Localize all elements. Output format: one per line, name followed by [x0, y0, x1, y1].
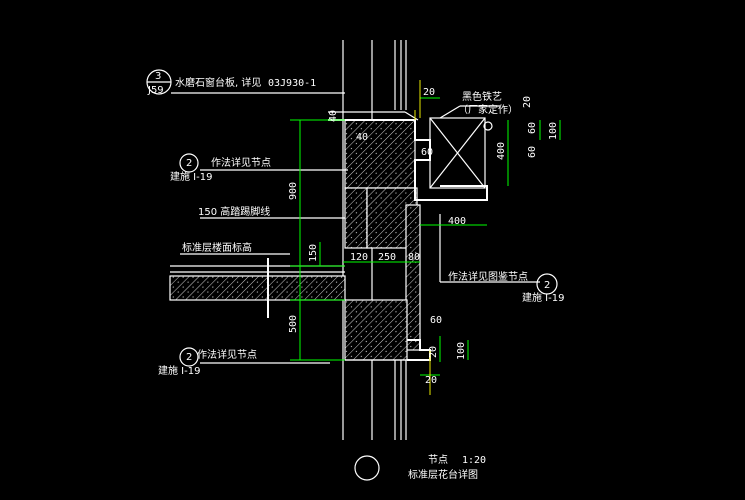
callout-mid-num: 2 [186, 158, 192, 169]
sill-section [328, 111, 488, 361]
guide-lines [414, 80, 431, 395]
floor-slab [169, 258, 346, 318]
callout-top-ref: 03J930-1 [268, 78, 316, 89]
callout-mid-ref: 建施 I-19 [170, 170, 212, 183]
manufacturer-label: （厂家定作） [458, 103, 518, 116]
dim-20-b: 20 [522, 96, 533, 108]
title-scale: 1:20 [462, 455, 486, 466]
dim-60-d: 60 [430, 315, 442, 326]
dim-100-a: 100 [548, 122, 559, 140]
iron-art-railing [429, 117, 493, 189]
dim-120: 120 [350, 252, 368, 263]
dimension-lines [290, 97, 561, 376]
title-caption: 标准层花台详图 [408, 468, 478, 481]
dim-40-a: 40 [328, 110, 339, 122]
callout-right-text: 作法详见图鉴节点 [448, 270, 528, 283]
dim-60-c: 60 [527, 146, 538, 158]
callout-right-ref: 建施 I-19 [522, 291, 564, 304]
callout-bottom-ref: 建施 I-19 [158, 364, 200, 377]
callout-top-num: 3 [155, 71, 161, 82]
baseboard-label: 150 高踏踢脚线 [198, 205, 270, 218]
dim-40-b: 40 [356, 132, 368, 143]
dim-100-b: 100 [456, 342, 467, 360]
dim-20-a: 20 [423, 87, 435, 98]
dim-20-d: 20 [425, 375, 437, 386]
dim-80: 80 [408, 252, 420, 263]
floor-level-label: 标准层楼面标高 [182, 241, 252, 254]
callout-bubbles [146, 69, 558, 481]
dim-500: 500 [288, 315, 299, 333]
dim-60-b: 60 [527, 122, 538, 134]
callout-right-num: 2 [544, 280, 550, 291]
dim-60-a: 60 [421, 147, 433, 158]
leaders [171, 92, 540, 364]
dim-20-c: 20 [428, 346, 439, 358]
callout-top-text: 水磨石窗台板, 详见 [175, 76, 261, 89]
dim-900: 900 [288, 182, 299, 200]
dim-400-v: 400 [496, 142, 507, 160]
callout-mid-text: 作法详见节点 [211, 156, 271, 169]
callout-top-sheet: J59 [147, 85, 164, 96]
callout-bottom-num: 2 [186, 352, 192, 363]
wall-lines [342, 40, 407, 440]
iron-art-label: 黑色铁艺 [462, 90, 502, 103]
dim-400-h: 400 [448, 216, 466, 227]
title-name: 节点 [428, 454, 448, 466]
callout-bottom-text: 作法详见节点 [197, 348, 257, 361]
dim-250: 250 [378, 252, 396, 263]
lower-edge [345, 339, 431, 361]
dim-150: 150 [308, 244, 319, 262]
